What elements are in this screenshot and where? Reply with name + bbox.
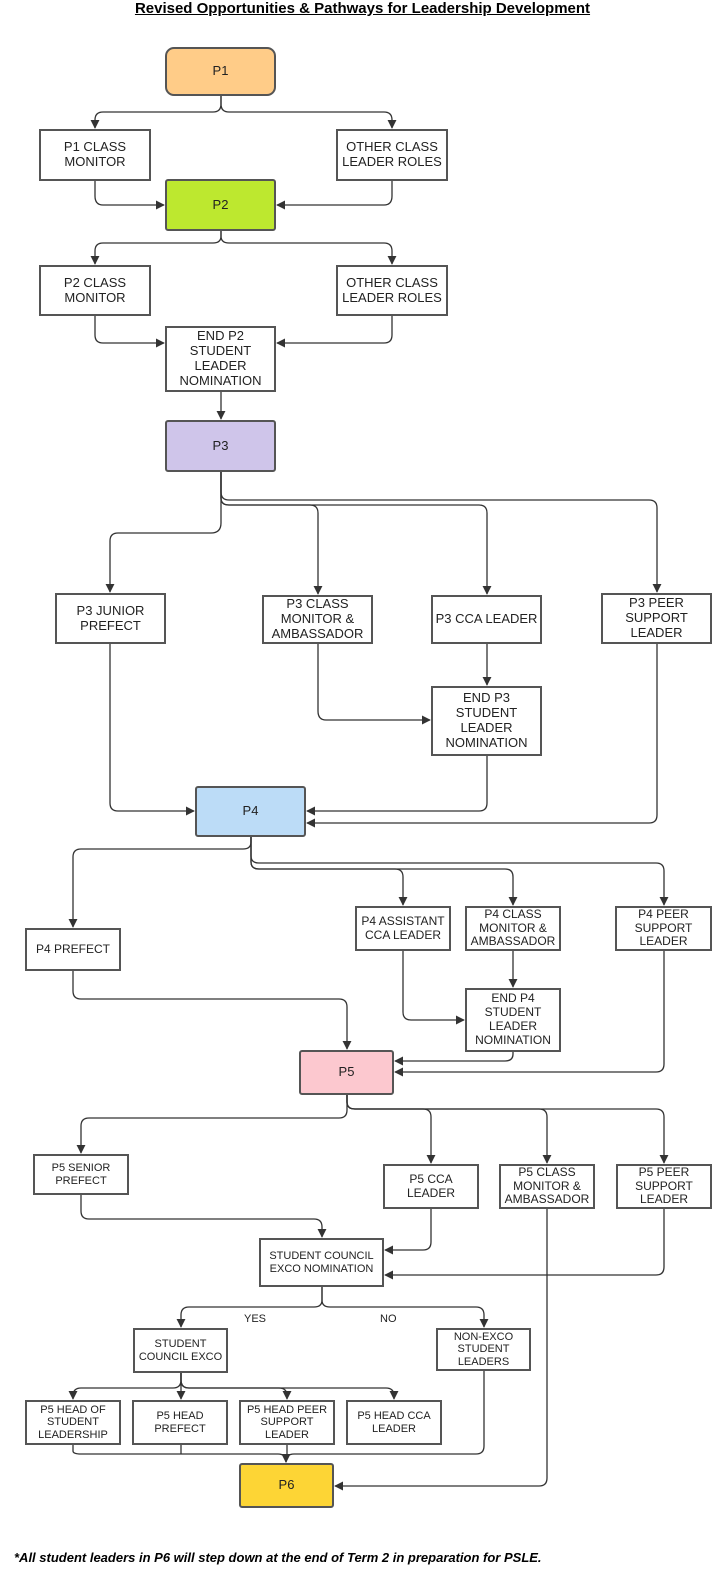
edge-label-yes: YES xyxy=(244,1313,267,1325)
edge-p3-to-junior xyxy=(105,472,222,593)
edge-p4-nom-to-p5 xyxy=(394,1052,514,1066)
edge-p5-to-monitor xyxy=(346,1095,552,1164)
node-p5-peer-support-leader: P5 PEER SUPPORT LEADER xyxy=(616,1164,712,1209)
node-p3-cca-leader: P3 CCA LEADER xyxy=(431,595,542,644)
edge-p1-to-p1-monitor xyxy=(90,96,222,129)
node-p5: P5 xyxy=(299,1050,394,1095)
edge-p1-to-p1-other xyxy=(220,96,397,129)
node-end-p4-nomination: END P4 STUDENT LEADER NOMINATION xyxy=(465,988,561,1052)
node-p5-head-cca-leader: P5 HEAD CCA LEADER xyxy=(346,1400,442,1445)
node-p5-head-prefect: P5 HEAD PREFECT xyxy=(132,1400,228,1445)
node-p3-class-monitor-ambassador: P3 CLASS MONITOR & AMBASSADOR xyxy=(262,595,373,644)
node-p3-junior-prefect: P3 JUNIOR PREFECT xyxy=(55,593,166,644)
edge-p4-to-asst xyxy=(250,837,408,906)
edge-p5-senior-to-scnom xyxy=(80,1195,327,1238)
edge-exco-to-head-peer xyxy=(180,1373,292,1400)
edge-p5-peer-to-scnom xyxy=(384,1209,665,1280)
edge-p4-prefect-to-p5 xyxy=(72,971,352,1050)
edge-p3-peer-to-p4 xyxy=(306,644,658,828)
node-p2-other-class-leader-roles: OTHER CLASS LEADER ROLES xyxy=(336,265,448,316)
node-p5-senior-prefect: P5 SENIOR PREFECT xyxy=(33,1154,129,1195)
edge-exco-to-head-sl xyxy=(68,1373,182,1400)
edge-p3-nom-to-p4 xyxy=(306,756,488,816)
page-title: Revised Opportunities & Pathways for Lea… xyxy=(134,0,591,17)
node-p2-class-monitor: P2 CLASS MONITOR xyxy=(39,265,151,316)
node-p5-head-peer-support-leader: P5 HEAD PEER SUPPORT LEADER xyxy=(239,1400,335,1445)
edge-p4-to-monitor xyxy=(250,837,518,906)
edge-p3-to-peer xyxy=(220,472,662,593)
edge-p1-monitor-to-p2 xyxy=(94,181,165,210)
node-p4-prefect: P4 PREFECT xyxy=(25,928,121,971)
node-end-p2-nomination: END P2 STUDENT LEADER NOMINATION xyxy=(165,326,276,392)
edge-scnom-to-nonexco xyxy=(321,1287,489,1328)
edge-p4-asst-to-nom xyxy=(402,951,465,1025)
edge-p5-to-cca xyxy=(346,1095,436,1164)
node-p5-cca-leader: P5 CCA LEADER xyxy=(383,1164,479,1209)
edge-p5-cca-to-scnom xyxy=(384,1209,432,1255)
edge-label-no: NO xyxy=(380,1313,397,1325)
node-p1-class-monitor: P1 CLASS MONITOR xyxy=(39,129,151,181)
node-p4-peer-support-leader: P4 PEER SUPPORT LEADER xyxy=(615,906,712,951)
edge-p2-monitor-to-nom xyxy=(94,316,165,348)
footnote: *All student leaders in P6 will step dow… xyxy=(14,1550,542,1565)
edge-p5-to-senior xyxy=(76,1095,348,1154)
edge-head-sl-to-p6 xyxy=(72,1445,291,1463)
edge-p2-other-to-nom xyxy=(276,316,393,348)
node-p5-head-of-student-leadership: P5 HEAD OF STUDENT LEADERSHIP xyxy=(25,1400,121,1445)
edge-p1-other-to-p2 xyxy=(276,181,393,210)
node-p4: P4 xyxy=(195,786,306,837)
edge-exco-to-head-cca xyxy=(180,1373,399,1400)
node-end-p3-nomination: END P3 STUDENT LEADER NOMINATION xyxy=(431,686,542,756)
node-p2: P2 xyxy=(165,179,276,231)
node-p4-class-monitor-ambassador: P4 CLASS MONITOR & AMBASSADOR xyxy=(465,906,561,951)
node-p6: P6 xyxy=(239,1463,334,1508)
edge-p3-to-monitor xyxy=(220,472,323,595)
node-p4-assistant-cca-leader: P4 ASSISTANT CCA LEADER xyxy=(355,906,451,951)
node-p5-class-monitor-ambassador: P5 CLASS MONITOR & AMBASSADOR xyxy=(499,1164,595,1209)
edge-p4-to-prefect xyxy=(68,837,252,928)
node-student-council-exco: STUDENT COUNCIL EXCO xyxy=(133,1328,228,1373)
edge-p5-to-peer xyxy=(346,1095,669,1164)
edge-nonexco-to-p6 xyxy=(281,1371,485,1463)
edge-p3-to-cca xyxy=(220,472,492,595)
node-p3-peer-support-leader: P3 PEER SUPPORT LEADER xyxy=(601,593,712,644)
edge-p5-monitor-to-p6 xyxy=(334,1209,548,1491)
edge-p4-to-peer xyxy=(250,837,669,906)
node-non-exco-student-leaders: NON-EXCO STUDENT LEADERS xyxy=(436,1328,531,1371)
node-p1: P1 xyxy=(165,47,276,96)
edge-p4-peer-to-p5 xyxy=(394,951,665,1077)
node-student-council-exco-nomination: STUDENT COUNCIL EXCO NOMINATION xyxy=(259,1238,384,1287)
edge-p3-monitor-to-nom xyxy=(317,644,431,725)
edge-p3-junior-to-p4 xyxy=(109,644,195,816)
node-p3: P3 xyxy=(165,420,276,472)
edge-scnom-to-exco xyxy=(176,1287,323,1328)
node-p1-other-class-leader-roles: OTHER CLASS LEADER ROLES xyxy=(336,129,448,181)
edge-p2-to-p2-other xyxy=(220,231,397,265)
edge-p2-to-p2-monitor xyxy=(90,231,222,265)
